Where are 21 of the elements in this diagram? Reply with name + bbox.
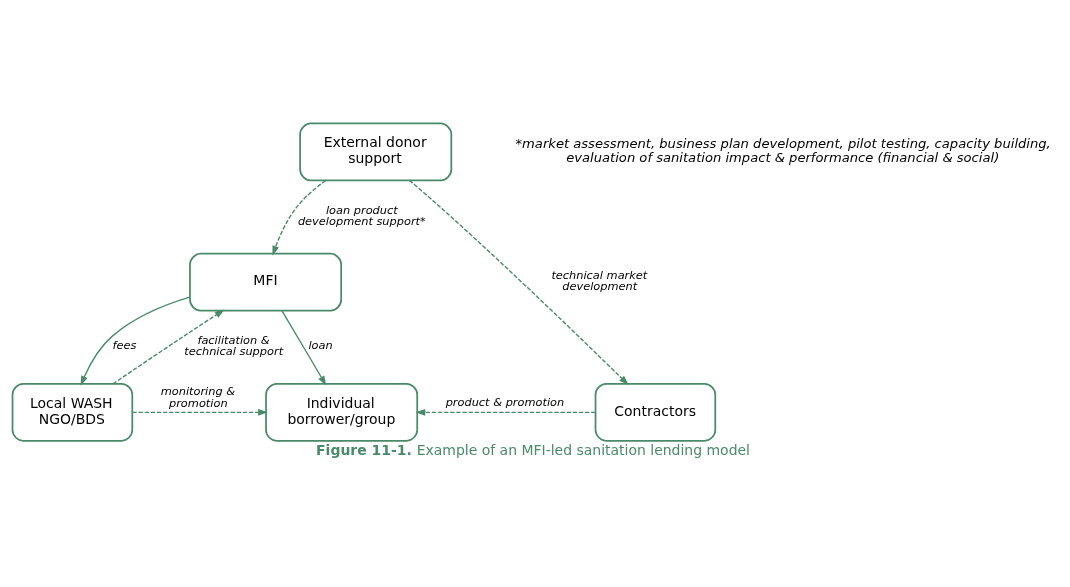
arrow xyxy=(281,309,327,386)
edge-label: product & promotion xyxy=(445,394,565,409)
arrow xyxy=(272,179,327,256)
node-box: Individual borrower/group xyxy=(265,383,419,442)
node-box: External donor support xyxy=(299,122,453,182)
edge-label: monitoring & promotion xyxy=(160,384,236,410)
edge-label: fees xyxy=(112,338,137,353)
arrow xyxy=(415,408,597,416)
node-box: MFI xyxy=(189,252,343,312)
edge-label: facilitation & technical support xyxy=(184,333,284,359)
caption: Figure 11-1. Example of an MFI-led sanitation lending model xyxy=(316,441,751,458)
node-box: Local WASH NGO/BDS xyxy=(11,383,134,442)
label: *market assessment, business plan development, pilot testing, capacity building, evaluation of sanitation impact & performance (financial & social) xyxy=(515,136,1051,165)
edge-label: technical market development xyxy=(551,267,648,294)
arrow xyxy=(80,296,191,386)
arrow xyxy=(112,309,225,385)
edge-label: loan xyxy=(308,338,333,353)
arrow xyxy=(408,179,629,386)
edge-label: loan product development support* xyxy=(297,202,426,229)
arrow xyxy=(131,408,268,416)
node-box: Contractors xyxy=(594,383,717,442)
